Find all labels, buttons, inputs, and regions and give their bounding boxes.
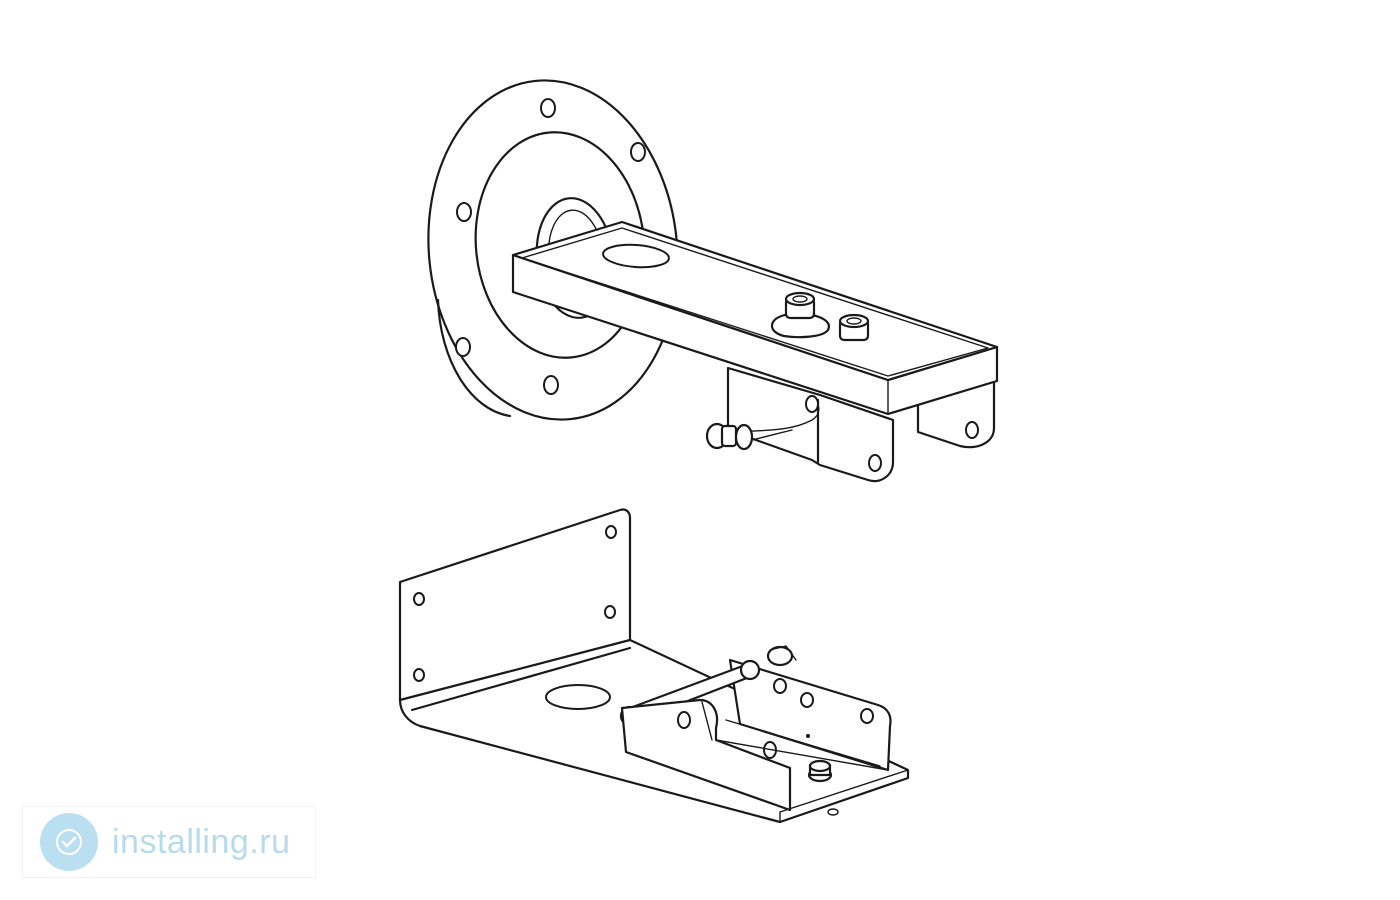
arm-pivot-hole [602, 243, 670, 269]
watermark-text: installing.ru [112, 822, 291, 861]
safety-pin [705, 395, 820, 451]
flange-bolt-holes [455, 98, 661, 395]
clamp-front-plate [620, 698, 792, 812]
arm-locking-knobs [770, 291, 870, 342]
installing-logo-icon [40, 813, 98, 871]
clamp-rear-plate [728, 658, 892, 772]
u-bracket-base-bottom [398, 508, 910, 824]
base-center-hole [545, 684, 611, 710]
arm-hanging-plate [726, 366, 895, 483]
base-nut [807, 759, 833, 783]
back-plate-holes [413, 525, 617, 682]
wall-mount-bracket-top [427, 79, 999, 483]
watermark: installing.ru [22, 806, 316, 878]
